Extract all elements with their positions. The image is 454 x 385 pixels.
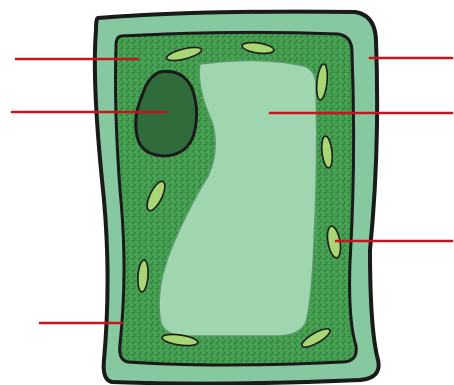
plant-cell-figure	[0, 0, 454, 385]
plant-cell-diagram	[0, 0, 454, 385]
